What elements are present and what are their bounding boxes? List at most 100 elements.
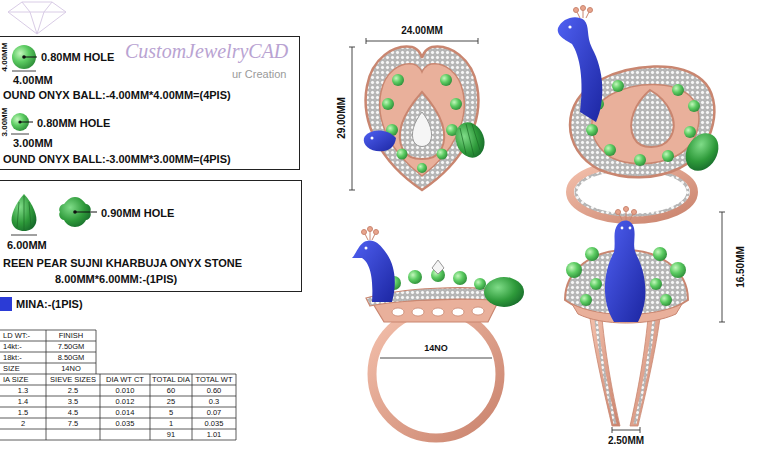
ring-perspective-view [592, 85, 699, 164]
ring-perspective-view [586, 124, 598, 136]
ring-front-view [630, 318, 660, 426]
ring-perspective-view [679, 127, 725, 177]
ring-front-view [640, 427, 641, 433]
spec-text: 8.00MM*6.00MM:-(1PIS) [55, 273, 177, 286]
ring-perspective-view [634, 154, 646, 166]
ring-front-view [635, 320, 654, 424]
dimension-label: 3.00MM [1, 108, 10, 137]
ring-front-view [580, 294, 592, 306]
ring-top-view [417, 163, 427, 173]
ring-top-view [352, 47, 353, 190]
ring-perspective-view [588, 8, 593, 13]
ring-perspective-view [612, 80, 624, 92]
ring-top-view [380, 64, 465, 176]
table-grid [0, 330, 236, 440]
ring-side-view [352, 240, 395, 302]
ring-front-view [653, 247, 667, 261]
table-cell: 0.035 [205, 420, 224, 428]
ring-side-view [365, 247, 368, 250]
ring-perspective-view [672, 84, 684, 96]
ring-front-view [565, 207, 725, 434]
ring-top-view [349, 47, 355, 48]
ring-side-view [372, 310, 500, 438]
ring-top-view [397, 149, 408, 160]
ring-side-view [412, 308, 424, 316]
logo-sketch [8, 2, 66, 34]
ring-side-view [408, 270, 422, 284]
table-cell: 1 [169, 420, 173, 428]
table-grid [150, 374, 151, 440]
table-grid [96, 330, 97, 374]
ring-front-view [616, 207, 637, 221]
dimension-label: 4.00MM [1, 43, 10, 72]
spec-text: 0.80MM HOLE [41, 51, 114, 64]
dimension-label: 29.00MM [336, 97, 347, 139]
ring-side-view [380, 358, 492, 359]
ring-side-view [374, 230, 379, 235]
ring-top-view [460, 124, 480, 156]
watermark: CustomJewelryCAD [125, 40, 288, 62]
dimension-label: 2.50MM [608, 435, 644, 446]
ring-front-view [612, 427, 613, 433]
ring-front-view [596, 320, 615, 424]
ring-front-view [612, 212, 725, 433]
table-cell: 1.5 [18, 409, 28, 417]
spec-text: 4.00MM [13, 74, 53, 87]
spec-text: OUND ONYX BALL:-3.00MM*3.00MM=(4PIS) [3, 153, 231, 166]
table-grid [0, 396, 236, 397]
ring-front-view [660, 294, 672, 306]
ring-side-view [368, 227, 373, 232]
ring-front-view [722, 212, 723, 322]
table-cell: 91 [167, 431, 175, 439]
ring-top-view [366, 47, 479, 190]
table-grid [0, 429, 236, 430]
table-grid [236, 374, 237, 440]
spec-box: 6.00MM0.90MM HOLEREEN PEAR SUJNI KHARBUJ… [0, 180, 302, 292]
table-cell: 0.014 [116, 409, 135, 417]
pear-stone [11, 235, 37, 236]
table-cell: 7.5 [68, 420, 78, 428]
ring-side-view [452, 308, 464, 316]
pear-stone-top [59, 197, 97, 227]
ring-perspective-view [558, 6, 725, 221]
ring-front-view [585, 247, 599, 261]
spec-text: OUND ONYX BALL:-4.00MM*4.00MM=(4PIS) [3, 89, 231, 102]
ring-front-view [719, 212, 725, 213]
ring-perspective-view [688, 100, 700, 112]
ring-side-view [362, 227, 379, 241]
ring-perspective-view [604, 144, 616, 156]
spec-text: 0.90MM HOLE [101, 207, 174, 220]
pear-stone [12, 194, 37, 231]
ring-side-view [362, 230, 367, 235]
ring-perspective-view [568, 25, 571, 28]
onyx-ball-3mm [11, 134, 29, 135]
table-cell: 25 [167, 398, 175, 406]
ring-side-view [472, 307, 484, 315]
table-cell: 8.50GM [58, 354, 85, 362]
spec-text: 3.00MM [13, 137, 53, 150]
table-grid [0, 407, 236, 408]
ring-front-view [621, 227, 624, 230]
table-grid [0, 330, 96, 331]
table-grid [0, 374, 236, 375]
ring-side-view [432, 308, 444, 316]
table-grid [0, 363, 96, 364]
ring-front-view [612, 430, 640, 431]
table-cell: 7.50GM [58, 343, 85, 351]
table-cell: 5 [169, 409, 173, 417]
ring-side-view [484, 277, 524, 307]
table-grid [46, 330, 47, 440]
table-cell: 4.5 [68, 409, 78, 417]
ring-top-view [392, 74, 404, 86]
table-cell: 0.035 [116, 420, 135, 428]
pear-stone-top [75, 212, 97, 213]
ring-perspective-view [586, 80, 700, 166]
spec-text: 0.80MM HOLE [37, 117, 110, 130]
table-cell: 60 [167, 387, 175, 395]
table-cell: DIA WT CT [106, 376, 144, 384]
table-grid [0, 385, 236, 386]
dimension-label: 14NO [424, 344, 448, 354]
table-grid [100, 374, 101, 440]
table-cell: 3.5 [68, 398, 78, 406]
